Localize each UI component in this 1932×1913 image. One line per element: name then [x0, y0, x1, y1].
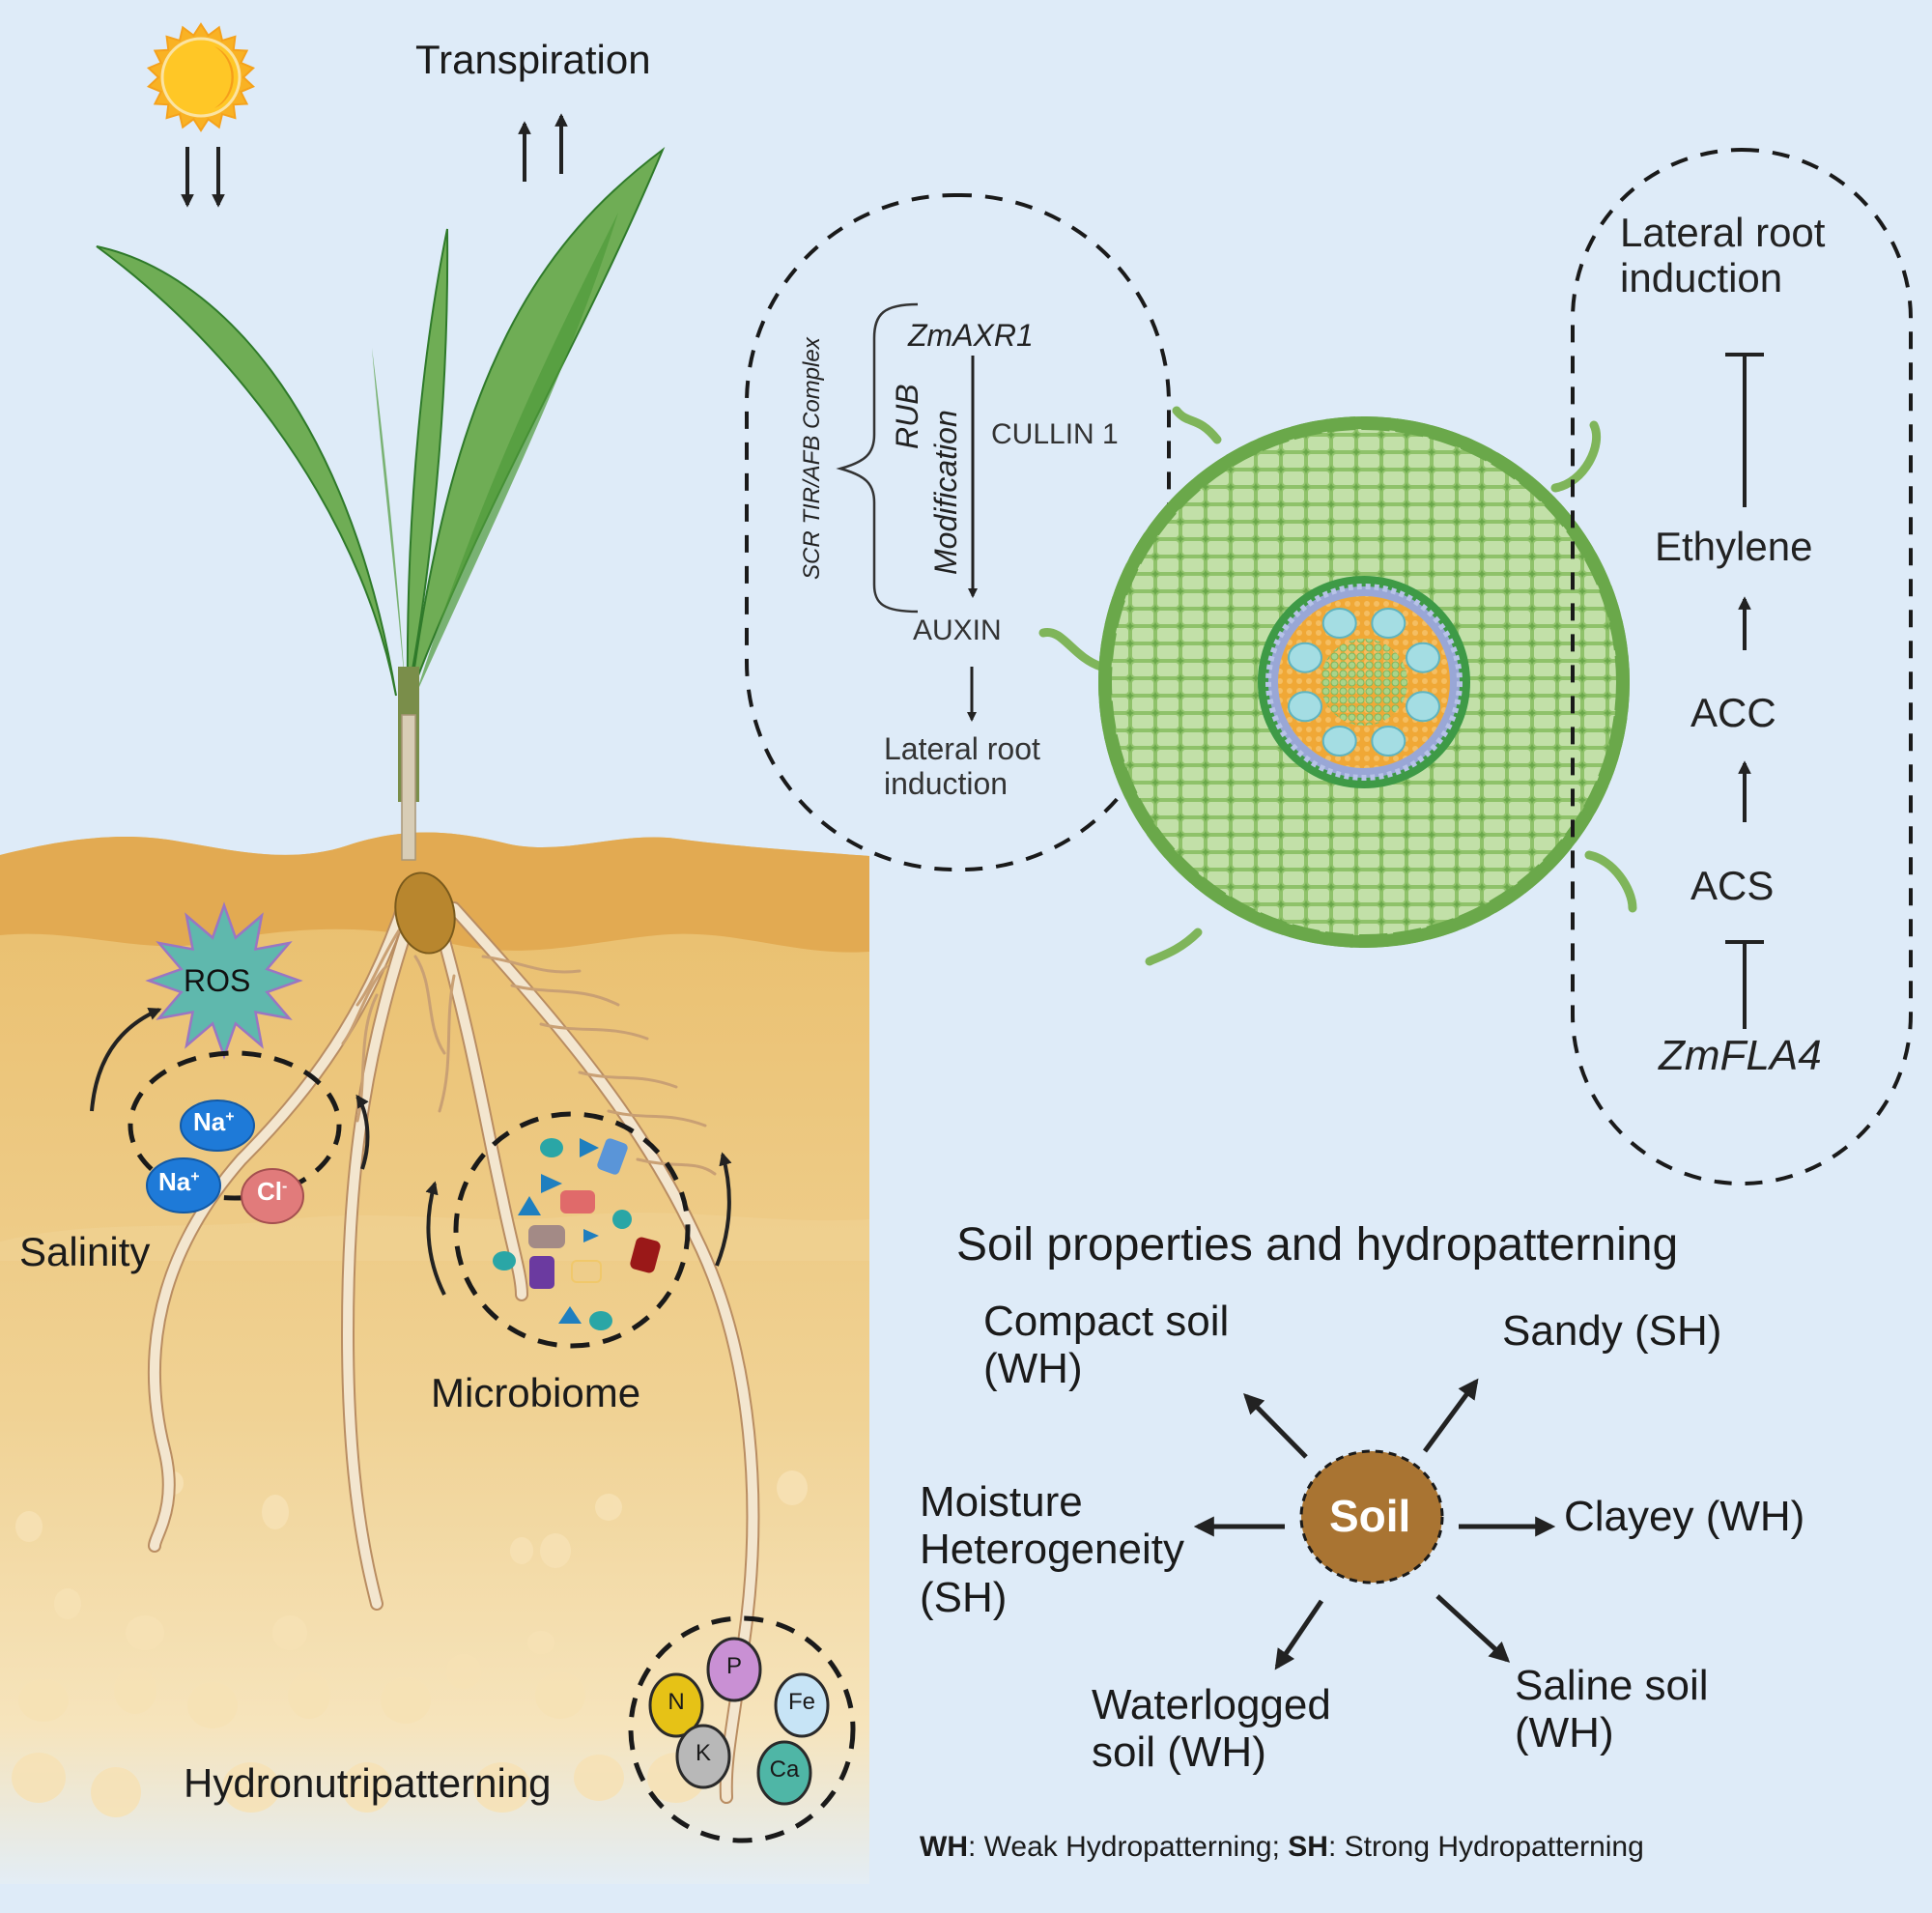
microbiome-dashed-boundary — [453, 1111, 691, 1349]
rub-label: RUB — [890, 384, 924, 449]
acc-label: ACC — [1690, 690, 1776, 735]
ethylene-dashed-boundary — [1571, 148, 1913, 1185]
seed — [394, 871, 456, 955]
ros-label: ROS — [184, 963, 251, 998]
soil-properties-diagram — [1193, 1378, 1556, 1670]
ros-burst-icon — [145, 901, 303, 1060]
property-saline: Saline soil (WH) — [1515, 1662, 1709, 1757]
root-hairs — [341, 926, 717, 1176]
xylem-vessel — [1288, 642, 1322, 673]
maize-seedling-icon — [96, 146, 666, 861]
cl-ion — [241, 1168, 304, 1224]
sun-icon — [146, 22, 256, 132]
cl-ion-label: Cl- — [257, 1177, 288, 1206]
modification-label: Modification — [928, 410, 963, 575]
xylem-vessel — [1406, 691, 1440, 723]
auxin-label: AUXIN — [913, 614, 1002, 646]
property-waterlogged: Waterlogged soil (WH) — [1092, 1681, 1331, 1777]
leaf — [96, 245, 397, 697]
nutrient-label: N — [668, 1689, 685, 1715]
na-ion-label: Na+ — [158, 1167, 200, 1196]
xylem-vessel — [1371, 608, 1406, 639]
salinity-arrow-icon — [355, 1094, 370, 1170]
ethylene-pathway-box — [1571, 148, 1913, 1185]
nutrient-fe — [774, 1672, 830, 1738]
complex-label: SCR TIR/AFB Complex — [799, 337, 825, 580]
cullin-label: CULLIN 1 — [991, 418, 1119, 450]
soil-pebbles — [12, 1470, 808, 1817]
xylem-vessel — [1321, 726, 1357, 757]
nutrient-cluster — [628, 1615, 856, 1843]
na-ion — [146, 1157, 221, 1213]
xylem-vessel — [1321, 608, 1357, 639]
ethylene-label: Ethylene — [1655, 524, 1813, 569]
soil-properties-title: Soil properties and hydropatterning — [956, 1219, 1679, 1271]
root-cross-section — [1038, 406, 1637, 966]
acs-label: ACS — [1690, 863, 1775, 908]
nutrient-k — [675, 1724, 731, 1789]
curly-brace-icon — [836, 302, 919, 614]
arrow-to-compact — [1243, 1393, 1308, 1459]
arrow-to-waterlogged — [1274, 1599, 1324, 1670]
xylem-vessel — [1406, 642, 1440, 673]
na-ion-label: Na+ — [193, 1107, 235, 1136]
salinity-cluster — [90, 1008, 370, 1224]
auxin-outcome-label: Lateral root induction — [884, 731, 1040, 801]
salinity-label: Salinity — [19, 1229, 151, 1274]
xylem-vessel — [1371, 726, 1406, 757]
nutrient-label: K — [695, 1740, 711, 1766]
sunlight-down-arrows-icon — [181, 147, 225, 208]
nutrient-dashed-boundary — [628, 1615, 856, 1843]
property-moisture: Moisture Heterogeneity (SH) — [920, 1478, 1184, 1621]
arrow-to-sandy — [1422, 1378, 1479, 1453]
salinity-dashed-boundary — [128, 1050, 342, 1201]
auxin-pathway-box — [745, 193, 1171, 871]
ethylene-outcome-label: Lateral root induction — [1620, 210, 1826, 301]
property-sandy: Sandy (SH) — [1502, 1307, 1722, 1355]
nutrient-label: P — [725, 1653, 742, 1679]
property-clayey: Clayey (WH) — [1564, 1493, 1805, 1540]
auxin-dashed-boundary — [745, 193, 1171, 871]
nutrient-n — [648, 1672, 704, 1738]
microbiome-cluster — [425, 1111, 732, 1349]
gene-zmaxr1: ZmAXR1 — [908, 318, 1034, 353]
na-ion — [180, 1099, 255, 1152]
hydropatterning-legend: WH: Weak Hydropatterning; SH: Strong Hyd… — [920, 1831, 1644, 1863]
soil-layer — [0, 832, 869, 1885]
transpiration-label: Transpiration — [415, 37, 651, 82]
xylem-vessel — [1288, 691, 1322, 723]
hydronutripatterning-label: Hydronutripatterning — [184, 1760, 552, 1806]
arrow-to-saline — [1435, 1594, 1511, 1663]
pith — [1321, 639, 1407, 726]
nutrient-label: Ca — [769, 1756, 800, 1783]
soil-node-label: Soil — [1329, 1491, 1411, 1541]
salinity-arrow-icon — [90, 1008, 162, 1112]
gene-zmfla4: ZmFLA4 — [1659, 1032, 1822, 1079]
soil-node — [1299, 1449, 1444, 1585]
soil-panel — [0, 832, 869, 1885]
nutrient-p — [706, 1637, 762, 1702]
microbiome-label: Microbiome — [431, 1370, 641, 1415]
nutrient-ca — [756, 1740, 812, 1806]
nutrient-label: Fe — [787, 1689, 815, 1715]
property-compact: Compact soil (WH) — [983, 1298, 1230, 1393]
transpiration-up-arrows-icon — [518, 113, 568, 182]
